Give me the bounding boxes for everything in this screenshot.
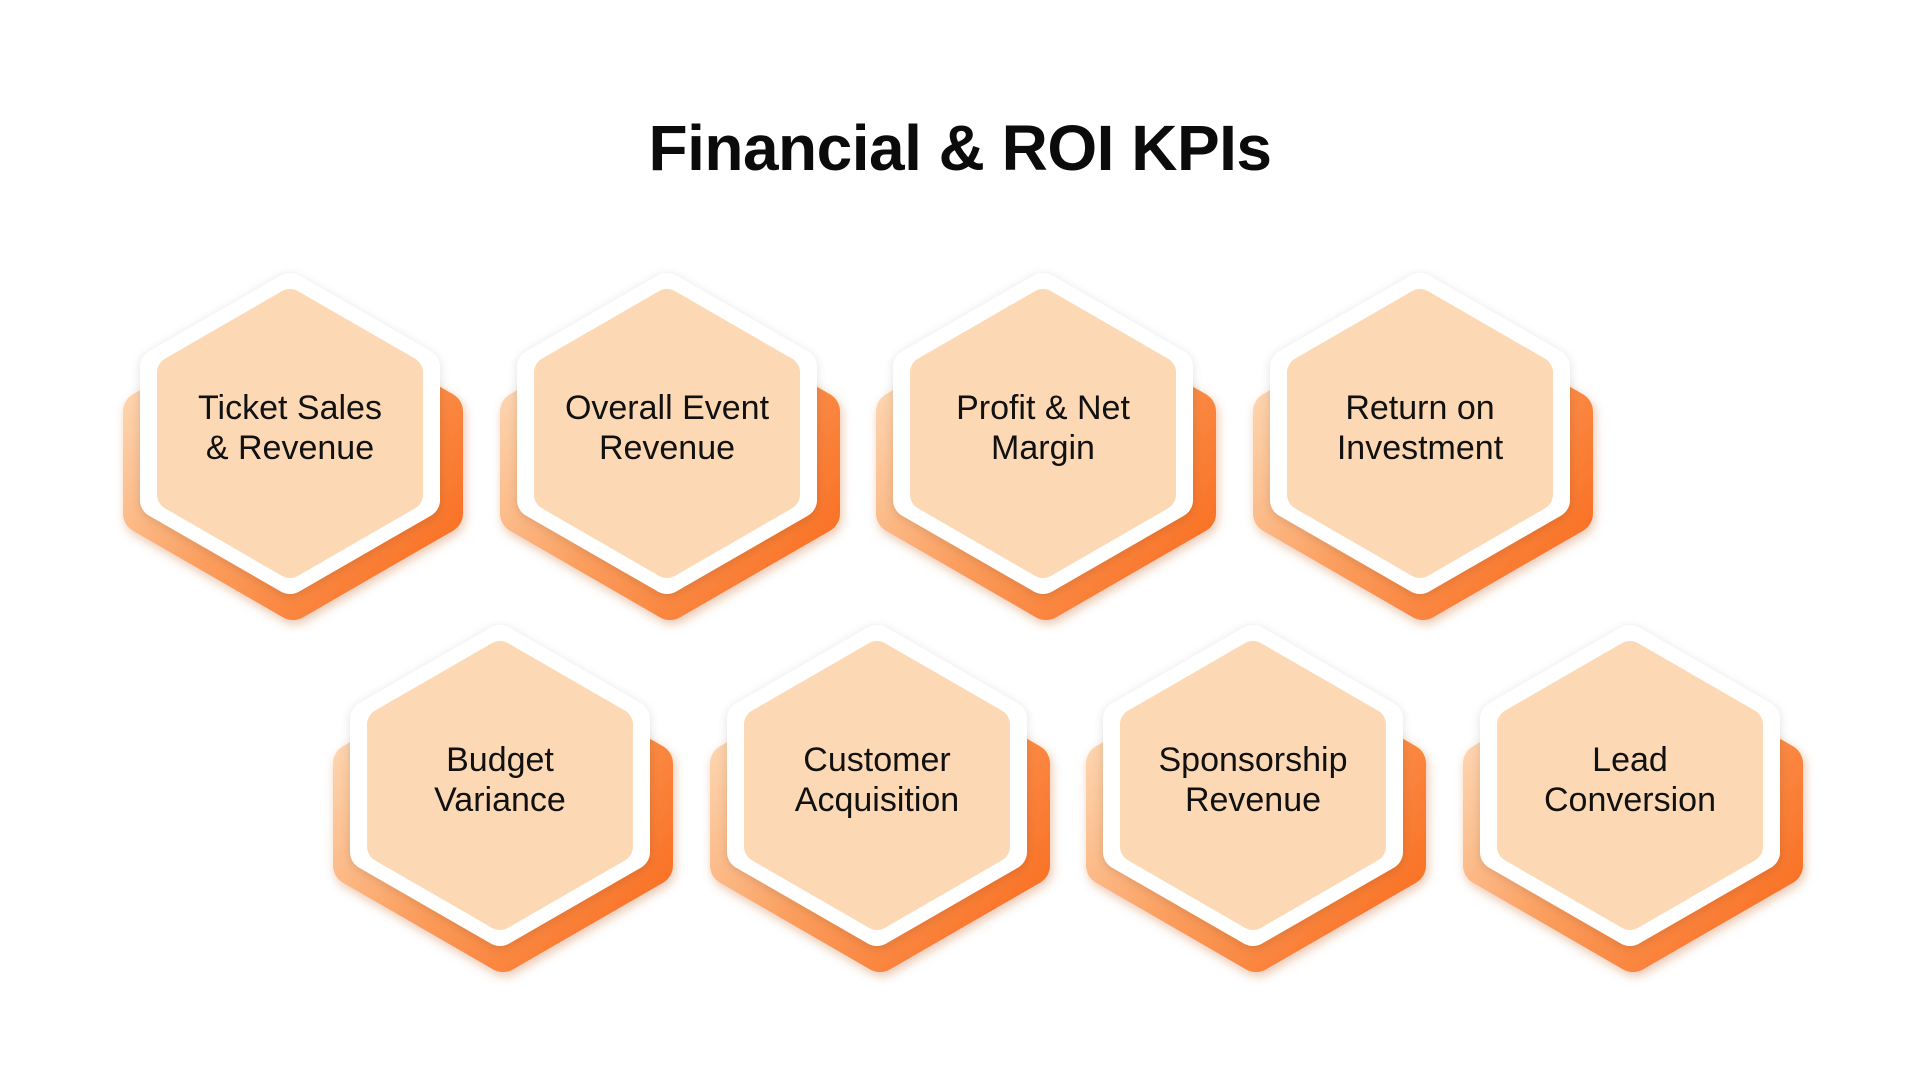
hexagon-icon <box>1463 625 1803 972</box>
kpi-card-7: Sponsorship Revenue <box>1073 602 1433 1002</box>
hexagon-fill <box>157 289 423 578</box>
hexagon-icon <box>876 273 1216 620</box>
kpi-label: Return on Investment <box>1336 389 1504 467</box>
hexagon-icon <box>1253 273 1593 620</box>
kpi-card-5: Budget Variance <box>320 602 680 1002</box>
hexagon-icon <box>123 273 463 620</box>
kpi-label: Sponsorship Revenue <box>1158 741 1348 819</box>
kpi-label: Budget Variance <box>434 741 566 819</box>
hexagon-fill <box>1120 641 1386 930</box>
hexagon-fill <box>1497 641 1763 930</box>
hexagon-icon <box>710 625 1050 972</box>
hexagon-fill <box>744 641 1010 930</box>
kpi-card-1: Ticket Sales & Revenue <box>110 250 470 650</box>
kpi-label: Customer Acquisition <box>794 741 960 819</box>
kpi-card-8: Lead Conversion <box>1450 602 1810 1002</box>
hexagon-icon <box>500 273 840 620</box>
hexagon-fill <box>1287 289 1553 578</box>
kpi-label: Overall Event Revenue <box>564 389 770 467</box>
kpi-label: Profit & Net Margin <box>956 389 1130 467</box>
kpi-card-2: Overall Event Revenue <box>487 250 847 650</box>
kpi-card-4: Return on Investment <box>1240 250 1600 650</box>
page-title: Financial & ROI KPIs <box>648 112 1272 184</box>
hexagon-fill <box>367 641 633 930</box>
kpi-label: Lead Conversion <box>1544 741 1716 819</box>
hexagon-fill <box>910 289 1176 578</box>
hexagon-fill <box>534 289 800 578</box>
hexagon-icon <box>1086 625 1426 972</box>
hexagon-icon <box>333 625 673 972</box>
kpi-card-6: Customer Acquisition <box>697 602 1057 1002</box>
kpi-card-3: Profit & Net Margin <box>863 250 1223 650</box>
kpi-label: Ticket Sales & Revenue <box>198 389 382 467</box>
